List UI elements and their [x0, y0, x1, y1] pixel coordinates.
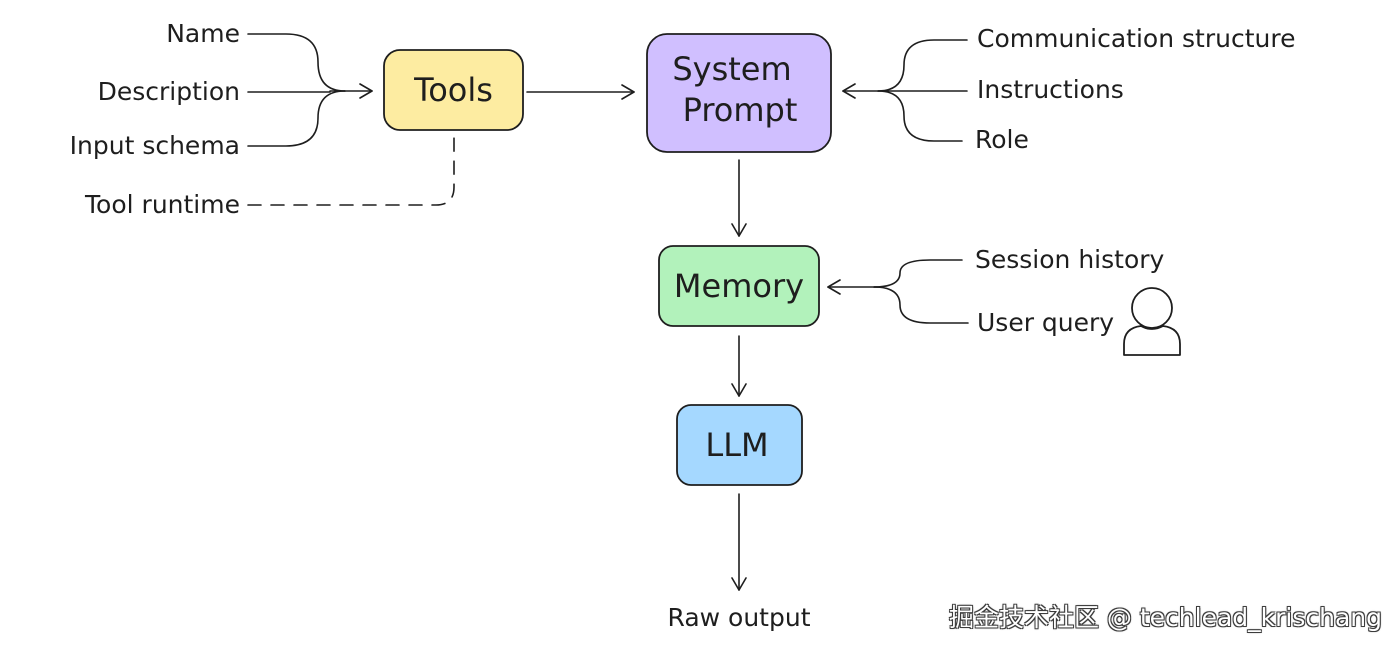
- system-prompt-label-line1: System: [672, 50, 791, 88]
- name-connector: [247, 33, 346, 92]
- memory-label: Memory: [674, 267, 804, 305]
- system-prompt-node: System Prompt: [646, 33, 832, 153]
- system-prompt-label-line2: Prompt: [683, 91, 798, 129]
- memory-node: Memory: [658, 245, 820, 327]
- tools-label: Tools: [413, 71, 493, 109]
- llm-box: [676, 404, 803, 486]
- llm-label: LLM: [705, 426, 768, 464]
- user-icon: [1123, 287, 1181, 356]
- tools-node: Tools: [383, 49, 524, 131]
- session-history-connector: [873, 259, 963, 288]
- tool-input-name: Name: [166, 19, 240, 48]
- memory-input-session-history: Session history: [975, 245, 1165, 274]
- prompt-input-role: Role: [975, 125, 1029, 154]
- memory-box: [658, 245, 820, 327]
- prompt-input-communication-structure: Communication structure: [977, 24, 1295, 53]
- system-prompt-box: [646, 33, 832, 153]
- prompt-input-instructions: Instructions: [977, 75, 1124, 104]
- communication-connector: [877, 39, 968, 92]
- tool-input-schema: Input schema: [70, 131, 240, 160]
- tools-box: [383, 49, 524, 131]
- watermark: 掘金技术社区 @ techlead_krischang: [948, 603, 1382, 632]
- tool-input-description: Description: [98, 77, 240, 106]
- tool-runtime-label: Tool runtime: [84, 190, 240, 219]
- schema-connector: [247, 90, 346, 147]
- raw-output-label: Raw output: [668, 603, 811, 632]
- role-connector: [877, 90, 963, 142]
- llm-node: LLM: [676, 404, 803, 486]
- user-query-connector: [873, 286, 969, 324]
- memory-input-user-query: User query: [977, 308, 1114, 337]
- tool-runtime-connector: [247, 135, 455, 206]
